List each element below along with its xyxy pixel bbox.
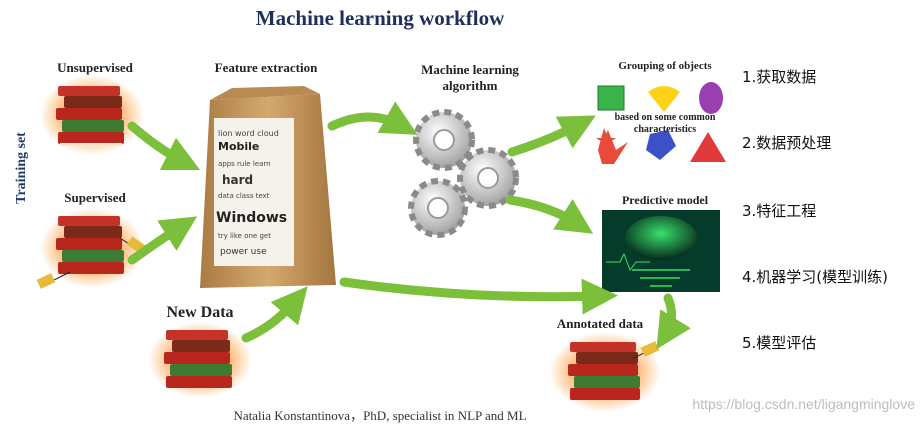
svg-text:Mobile: Mobile (218, 140, 259, 153)
grouping-note-line1: based on some common (614, 112, 716, 123)
ml-algorithm-label-line2: algorithm (442, 78, 498, 93)
training-set-label: Training set (14, 132, 29, 204)
diagram-title: Machine learning workflow (255, 6, 505, 30)
gears-icon (408, 109, 519, 238)
svg-text:hard: hard (222, 173, 253, 187)
arrow-bag-to-gears (327, 101, 418, 135)
arrow-bag-to-annotated (339, 277, 618, 315)
svg-text:Windows: Windows (216, 210, 287, 226)
svg-text:data class text: data class text (218, 192, 270, 200)
step-1: 1.获取数据 (742, 68, 817, 86)
grouping-note-line2: characteristics (633, 124, 697, 135)
arrow-newdata-to-bag (241, 286, 308, 343)
svg-text:lion word cloud: lion word cloud (218, 129, 279, 138)
annotated-data-label: Annotated data (556, 316, 644, 331)
supervised-label: Supervised (64, 190, 126, 205)
ml-algorithm-label-line1: Machine learning (421, 62, 519, 77)
credit-text: Natalia Konstantinova，PhD, specialist in… (233, 408, 527, 423)
arrow-supervised-to-bag (127, 216, 198, 265)
svg-text:try like one get: try like one get (218, 232, 271, 240)
feature-extraction-label: Feature extraction (214, 60, 318, 75)
step-3: 3.特征工程 (742, 202, 817, 220)
grouping-label: Grouping of objects (618, 60, 712, 72)
unsupervised-label: Unsupervised (57, 60, 133, 75)
svg-text:power use: power use (220, 247, 267, 257)
arrow-gears-to-model (505, 195, 594, 234)
books-unsupervised-icon (40, 75, 144, 155)
step-4: 4.机器学习(模型训练) (742, 268, 889, 286)
arrow-gears-to-grouping (507, 115, 596, 157)
svg-text:apps rule learn: apps rule learn (218, 160, 271, 168)
books-new-data-icon (148, 322, 252, 398)
watermark: https://blog.csdn.net/ligangminglove (692, 396, 915, 412)
arrow-unsupervised-to-bag (127, 121, 201, 171)
grouping-objects-icon (590, 72, 740, 168)
predictive-model-icon (602, 210, 720, 292)
new-data-label: New Data (166, 304, 234, 321)
arrow-model-to-annotated (656, 293, 691, 350)
predictive-model-label: Predictive model (621, 193, 709, 207)
paper-bag-icon: lion word cloud Mobile apps rule learn h… (200, 86, 336, 288)
step-2: 2.数据预处理 (742, 134, 832, 152)
step-5: 5.模型评估 (742, 334, 817, 352)
books-annotated-icon (549, 332, 661, 412)
books-supervised-icon (36, 208, 146, 289)
